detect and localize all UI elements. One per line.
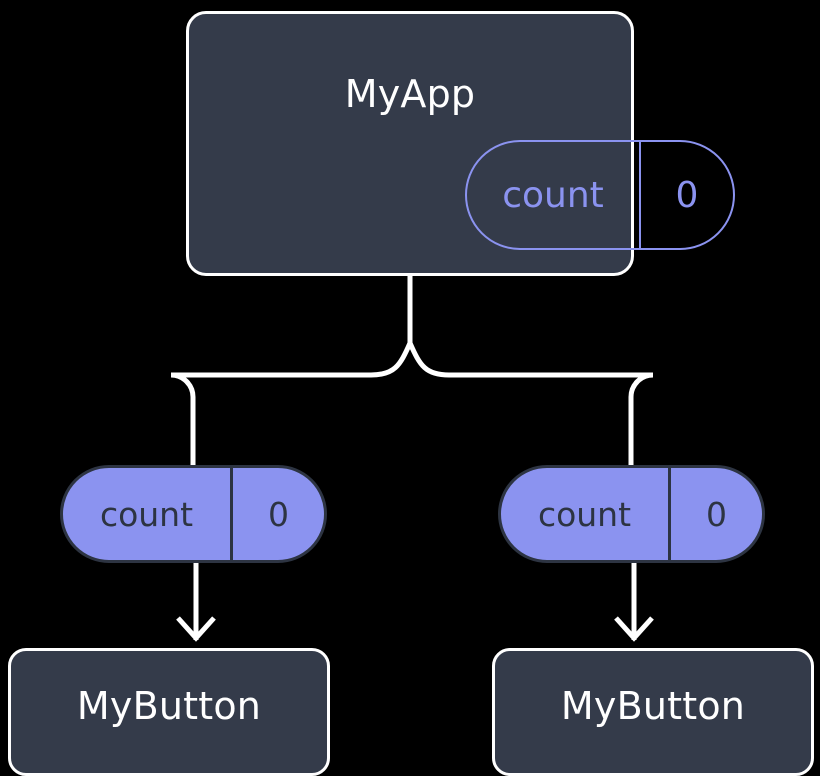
state-pill-myapp[interactable]: count 0 — [465, 140, 735, 250]
state-key-right: count — [501, 468, 671, 560]
component-node-mybutton-left[interactable]: MyButton — [8, 648, 330, 776]
component-label-myapp: MyApp — [344, 72, 476, 116]
edge-fork-right-drop — [628, 372, 654, 465]
component-node-myapp[interactable]: MyApp count 0 — [186, 11, 735, 276]
component-label-mybutton-right: MyButton — [560, 684, 746, 728]
state-value-right: 0 — [706, 494, 727, 534]
state-pill-left[interactable]: count 0 — [60, 465, 327, 563]
edge-fork-left-drop — [170, 372, 196, 465]
arrowhead-right-icon — [614, 616, 654, 642]
state-value-left: 0 — [268, 494, 289, 534]
state-value-myapp: 0 — [675, 174, 699, 216]
state-key-myapp: count — [467, 142, 641, 248]
state-pill-right[interactable]: count 0 — [498, 465, 765, 563]
component-label-mybutton-left: MyButton — [76, 684, 262, 728]
edge-fork-crossbar — [171, 340, 653, 378]
state-key-left: count — [63, 468, 233, 560]
arrowhead-left-icon — [176, 616, 216, 642]
component-node-mybutton-right[interactable]: MyButton — [492, 648, 814, 776]
